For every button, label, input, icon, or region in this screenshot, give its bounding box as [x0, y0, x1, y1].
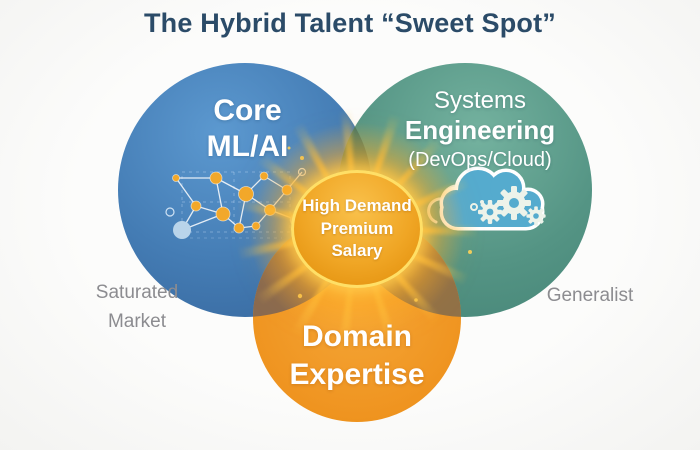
domain-line1: Domain	[301, 320, 412, 353]
saturated-line1: Saturated	[95, 282, 179, 303]
page-title: The Hybrid Talent “Sweet Spot”	[143, 8, 557, 38]
systems-line3: (DevOps/Cloud)	[408, 149, 552, 171]
domain-line2: Expertise	[289, 358, 425, 391]
gear-icon	[478, 200, 502, 224]
label-systems-engineering: Systems Engineering (DevOps/Cloud)	[385, 86, 575, 175]
label-domain-expertise: Domain Expertise	[262, 318, 452, 394]
label-saturated-market: Saturated Market	[67, 278, 207, 337]
systems-line2: Engineering	[404, 115, 556, 145]
saturated-line2: Market	[107, 311, 167, 333]
label-generalist: Generalist	[546, 285, 634, 306]
core-line1: Core	[213, 94, 282, 127]
sweet-spot-line1: High Demand	[302, 195, 412, 215]
systems-line1: Systems	[433, 87, 526, 114]
gear-icon	[526, 206, 546, 226]
core-line2: ML/AI	[206, 130, 289, 163]
gear-icon	[497, 186, 531, 220]
sweet-spot-badge: High Demand Premium Salary	[291, 170, 423, 288]
sweet-spot-line2: Premium Salary	[320, 218, 394, 261]
label-core-ml: Core ML/AI	[150, 93, 345, 165]
